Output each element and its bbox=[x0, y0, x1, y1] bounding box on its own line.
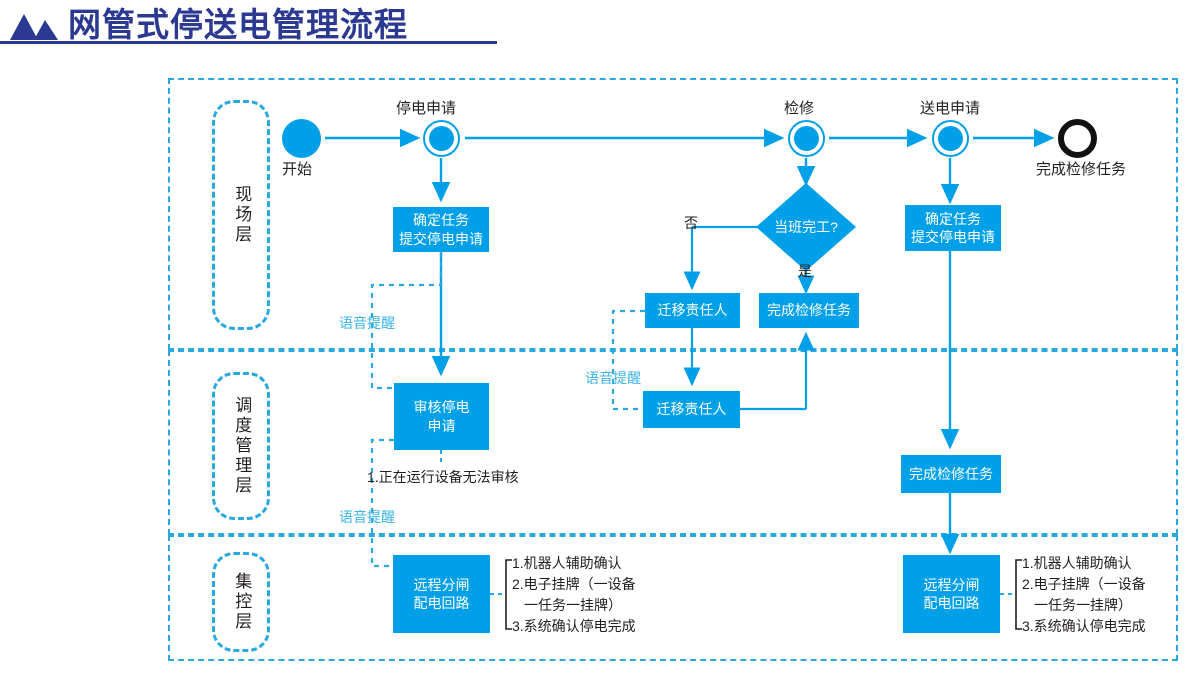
lane-label-dispatch-text: 调度管理层 bbox=[232, 396, 252, 496]
lane-label-central-text: 集控层 bbox=[232, 572, 252, 632]
process-confirm-task-left-line2: 提交停电申请 bbox=[399, 230, 483, 247]
process-remote-breaker-left[interactable]: 远程分闸 配电回路 bbox=[393, 555, 490, 633]
page-title: 网管式停送电管理流程 bbox=[68, 6, 408, 43]
node-maintenance[interactable] bbox=[788, 120, 825, 157]
annotation-breaker-note-1: 1.机器人辅助确认 bbox=[512, 555, 622, 571]
page-header: 网管式停送电管理流程 bbox=[0, 0, 1187, 48]
annotation-breaker-right-note-3: 一任务一挂牌） bbox=[1034, 597, 1132, 613]
process-remote-breaker-right[interactable]: 远程分闸 配电回路 bbox=[903, 555, 1000, 633]
title-underline bbox=[0, 41, 497, 44]
edge-label-voice-3: 语音提醒 bbox=[339, 509, 395, 525]
process-finish-task-site[interactable]: 完成检修任务 bbox=[759, 293, 859, 328]
process-finish-task-dispatch[interactable]: 完成检修任务 bbox=[901, 455, 1001, 493]
process-remote-breaker-right-line1: 远程分闸 bbox=[923, 576, 980, 593]
node-outage-request[interactable] bbox=[423, 120, 460, 157]
process-remote-breaker-left-line2: 配电回路 bbox=[413, 595, 470, 611]
process-transfer-owner-dispatch[interactable]: 迁移责任人 bbox=[643, 391, 740, 428]
node-maintenance-label: 检修 bbox=[784, 100, 815, 117]
process-review-outage[interactable]: 审核停电 申请 bbox=[394, 383, 489, 450]
node-outage-request-label: 停电申请 bbox=[396, 100, 457, 117]
process-confirm-task-right-line2: 提交停电申请 bbox=[911, 229, 995, 245]
annotation-breaker-note-2: 2.电子挂牌（一设备 bbox=[512, 576, 636, 592]
lane-dispatch bbox=[168, 350, 1178, 535]
process-review-outage-line2: 申请 bbox=[427, 417, 456, 434]
process-remote-breaker-right-line2: 配电回路 bbox=[923, 595, 980, 611]
node-end-label: 完成检修任务 bbox=[1036, 161, 1127, 178]
lane-label-central: 集控层 bbox=[212, 552, 270, 652]
process-transfer-owner-site-label: 迁移责任人 bbox=[657, 302, 728, 319]
mountain-triangle-icon bbox=[10, 14, 58, 40]
process-remote-breaker-left-line1: 远程分闸 bbox=[413, 576, 470, 593]
annotation-breaker-right-note-4: 3.系统确认停电完成 bbox=[1022, 618, 1146, 634]
node-start-circle[interactable] bbox=[282, 119, 321, 158]
process-finish-task-dispatch-label: 完成检修任务 bbox=[909, 465, 993, 482]
lane-label-dispatch: 调度管理层 bbox=[212, 372, 270, 520]
process-confirm-task-left[interactable]: 确定任务 提交停电申请 bbox=[393, 207, 489, 252]
process-review-outage-line1: 审核停电 bbox=[413, 399, 470, 416]
annotation-breaker-note-4: 3.系统确认停电完成 bbox=[512, 618, 636, 634]
decision-shift-complete[interactable]: 当班完工? bbox=[756, 183, 856, 271]
process-confirm-task-right[interactable]: 确定任务 提交停电申请 bbox=[905, 205, 1001, 251]
node-end-circle[interactable] bbox=[1058, 119, 1097, 158]
edge-label-yes: 是 bbox=[798, 263, 812, 279]
edge-label-voice-1: 语音提醒 bbox=[339, 315, 395, 331]
annotation-breaker-right-note-1: 1.机器人辅助确认 bbox=[1022, 555, 1132, 571]
annotation-breaker-right-note-2: 2.电子挂牌（一设备 bbox=[1022, 576, 1146, 592]
lane-label-site-text: 现场层 bbox=[232, 185, 252, 245]
decision-shift-complete-label: 当班完工? bbox=[774, 219, 838, 235]
lane-site bbox=[168, 78, 1178, 350]
lane-central bbox=[168, 535, 1178, 661]
lane-label-site: 现场层 bbox=[212, 100, 270, 330]
process-confirm-task-left-line1: 确定任务 bbox=[413, 212, 469, 229]
annotation-review-note: 1.正在运行设备无法审核 bbox=[367, 469, 519, 485]
edge-label-no: 否 bbox=[684, 215, 698, 231]
node-power-request[interactable] bbox=[932, 120, 969, 157]
annotation-breaker-note-3: 一任务一挂牌） bbox=[524, 597, 622, 613]
node-start-label: 开始 bbox=[282, 161, 313, 178]
process-transfer-owner-site[interactable]: 迁移责任人 bbox=[645, 293, 740, 328]
edge-label-voice-2: 语音提醒 bbox=[585, 370, 641, 386]
process-finish-task-site-label: 完成检修任务 bbox=[767, 302, 851, 319]
process-confirm-task-right-line1: 确定任务 bbox=[925, 210, 981, 227]
node-power-request-label: 送电申请 bbox=[920, 100, 981, 117]
process-transfer-owner-dispatch-label: 迁移责任人 bbox=[656, 401, 727, 418]
